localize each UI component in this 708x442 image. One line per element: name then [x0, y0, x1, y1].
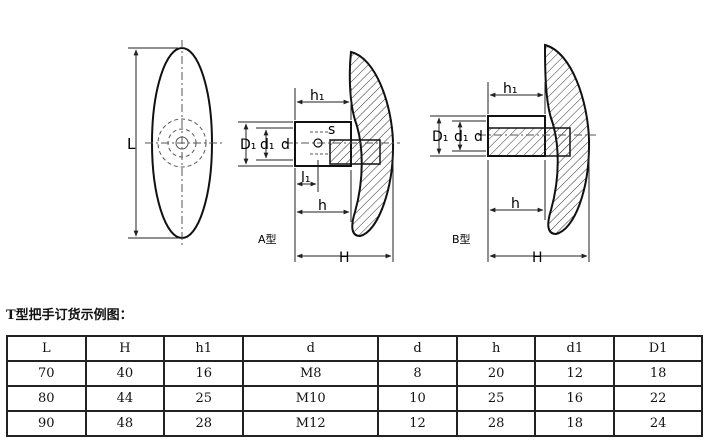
header-cell: h1: [163, 335, 245, 362]
table-cell: M12: [242, 410, 380, 437]
dim-label-h1-b: h₁: [503, 81, 518, 97]
table-cell: 22: [613, 385, 703, 412]
table-header-row: L H h1 d d h d1 D1: [6, 335, 703, 362]
table-cell: 70: [6, 360, 87, 387]
dim-label-H-b: H: [532, 250, 543, 266]
dim-label-s-a: s: [328, 122, 335, 138]
header-cell: D1: [613, 335, 703, 362]
table-cell: M8: [242, 360, 380, 387]
type-a-view: h₁ D₁ d₁ d s l₁ h H A型: [238, 50, 400, 266]
front-view: L: [127, 40, 222, 248]
dim-label-h-b: h: [511, 196, 520, 212]
table-cell: 24: [613, 410, 703, 437]
dim-label-h-a: h: [318, 198, 327, 214]
table-cell: 12: [534, 360, 616, 387]
technical-drawing: L h₁ D₁ d₁ d s l₁ h H A型: [127, 40, 596, 266]
header-cell: H: [84, 335, 166, 362]
table-cell: 16: [163, 360, 245, 387]
table-row: 70 40 16 M8 8 20 12 18: [6, 360, 703, 387]
header-cell: d: [242, 335, 380, 362]
dim-label-l1-a: l₁: [301, 170, 311, 186]
dim-label-d-b: d: [474, 129, 483, 145]
spec-table: L H h1 d d h d1 D1 70 40 16 M8 8 20 12 1…: [6, 335, 703, 437]
dim-label-D1-a: D₁: [240, 137, 256, 153]
table-cell: 40: [84, 360, 166, 387]
table-cell: 8: [377, 360, 458, 387]
table-cell: 10: [377, 385, 458, 412]
dim-label-d1-a: d₁: [260, 137, 275, 153]
table-cell: 80: [6, 385, 87, 412]
dim-label-D1-b: D₁: [432, 129, 448, 145]
dim-label-h1-a: h₁: [310, 88, 325, 104]
table-cell: 25: [163, 385, 245, 412]
type-a-label: A型: [258, 232, 277, 246]
header-cell: L: [6, 335, 87, 362]
header-cell: h: [455, 335, 537, 362]
dim-label-d1-b: d₁: [454, 129, 469, 145]
table-cell: 16: [534, 385, 616, 412]
table-cell: 12: [377, 410, 458, 437]
table-cell: 90: [6, 410, 87, 437]
header-cell: d: [377, 335, 458, 362]
table-cell: 44: [84, 385, 166, 412]
table-cell: 25: [455, 385, 537, 412]
order-example-title: T型把手订货示例图：: [6, 308, 133, 323]
table-cell: 48: [84, 410, 166, 437]
dim-label-L: L: [127, 135, 136, 153]
table-cell: 18: [613, 360, 703, 387]
dim-label-d-a: d: [281, 137, 290, 153]
table-cell: M10: [242, 385, 380, 412]
header-cell: d1: [534, 335, 616, 362]
table-cell: 20: [455, 360, 537, 387]
table-row: 80 44 25 M10 10 25 16 22: [6, 385, 703, 412]
type-b-view: h₁ D₁ d₁ d h H B型: [430, 43, 596, 266]
table-row: 90 48 28 M12 12 28 18 24: [6, 410, 703, 437]
table-cell: 18: [534, 410, 616, 437]
dim-label-H-a: H: [339, 250, 350, 266]
type-b-label: B型: [452, 232, 471, 246]
table-cell: 28: [455, 410, 537, 437]
table-cell: 28: [163, 410, 245, 437]
